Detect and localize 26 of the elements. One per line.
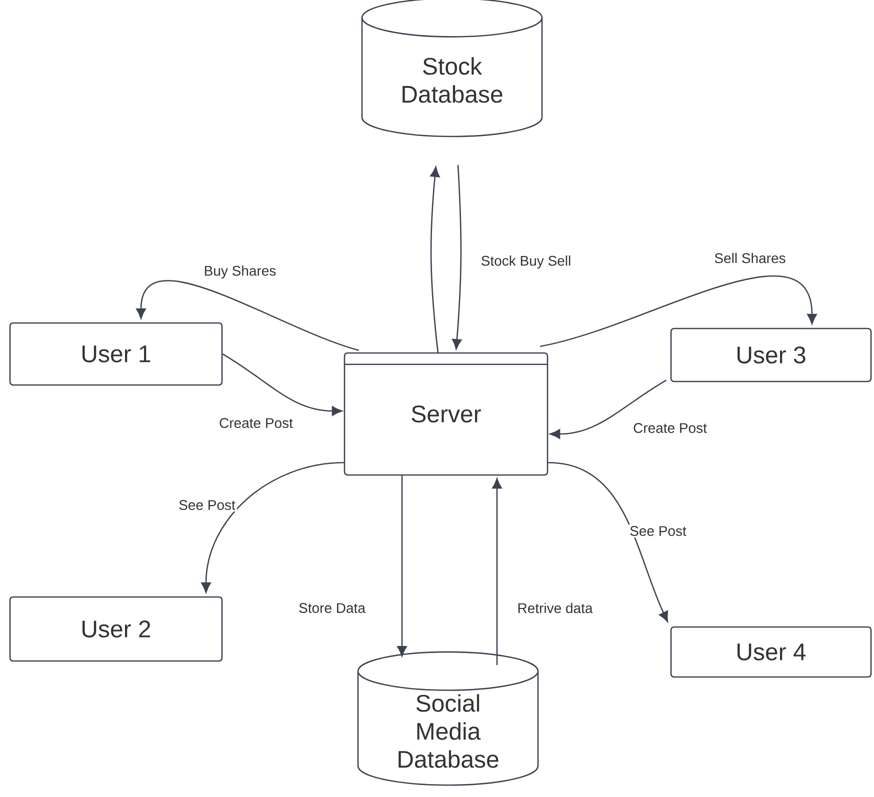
server-box: Server — [344, 352, 548, 476]
arrow — [550, 380, 667, 439]
user-box: User 1 — [9, 322, 223, 386]
arrow — [492, 478, 502, 665]
edge-label: Create Post — [218, 416, 294, 430]
database-cylinder: Stock Database — [361, 0, 543, 138]
arrow — [136, 280, 360, 351]
edge-label: Stock Buy Sell — [479, 254, 573, 270]
edge-label: Store Data — [297, 602, 367, 614]
user-box: User 2 — [9, 596, 223, 662]
edge-label: Retrive data — [516, 601, 594, 615]
edge-label: See Post — [628, 524, 688, 538]
arrow — [452, 164, 462, 350]
user-box: User 3 — [670, 328, 872, 382]
arrow — [548, 462, 668, 622]
arrow — [201, 462, 344, 593]
edge-label: Buy Shares — [202, 264, 278, 280]
arrow — [430, 166, 440, 354]
arrow — [540, 276, 817, 347]
edge-label: See Post — [177, 498, 237, 512]
edge-label: Create Post — [632, 422, 708, 434]
user-box: User 4 — [670, 626, 872, 678]
edge-label: Sell Shares — [712, 251, 788, 265]
arrow — [222, 353, 342, 416]
database-cylinder: Social Media Database — [357, 651, 539, 786]
arrow — [397, 476, 407, 656]
